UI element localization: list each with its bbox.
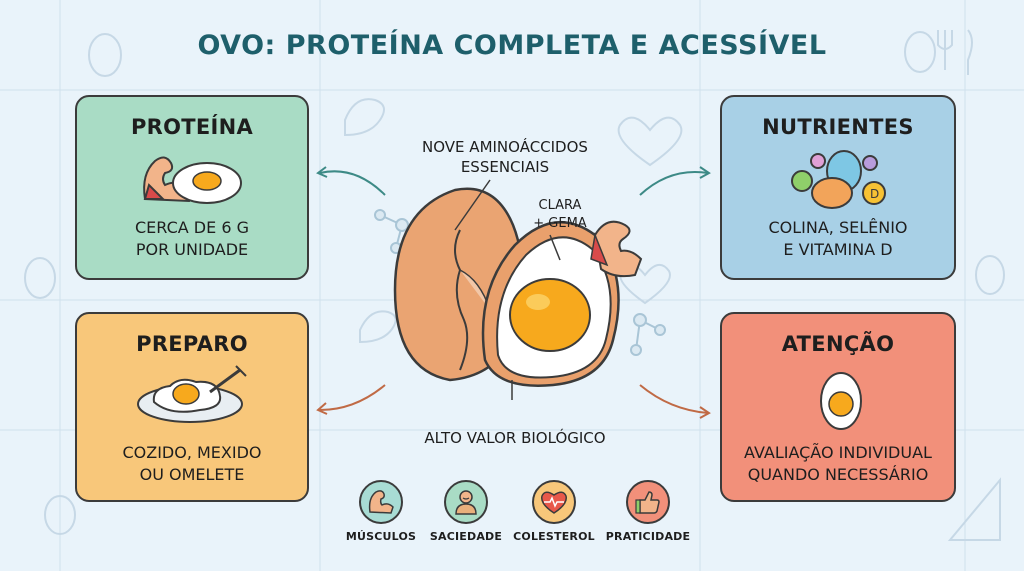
arrow-to-proteina <box>319 170 386 196</box>
page-title: OVO: PROTEÍNA COMPLETA E ACESSÍVEL <box>197 30 827 61</box>
doodle-egg-icon <box>88 33 122 77</box>
egg-yolk-icon <box>509 278 591 352</box>
arrow-to-nutrientes <box>639 171 709 196</box>
doodle-egg-icon <box>904 31 936 73</box>
fried-egg-plate-icon <box>137 365 247 423</box>
doodle-ruler-icon <box>947 477 1001 541</box>
label-alto-valor: ALTO VALOR BIOLÓGICO <box>424 429 606 447</box>
thumbs-up-icon <box>635 491 660 514</box>
svg-text:D: D <box>870 187 879 201</box>
card-proteina: PROTEÍNA CERCA DE 6 G POR UNIDADE <box>75 95 309 280</box>
doodle-egg-icon <box>975 255 1005 295</box>
central-egg-illustration <box>393 179 643 400</box>
nutrient-spheres-icon: D <box>791 150 886 209</box>
card-text: CERCA DE 6 G POR UNIDADE <box>135 218 249 259</box>
molecule-icon <box>374 209 409 254</box>
card-atencao: ATENÇÃO AVALIAÇÃO INDIVIDUAL QUANDO NECE… <box>720 312 956 502</box>
doodle-fork-icon <box>937 29 973 75</box>
arrow-to-preparo <box>319 384 386 411</box>
badge-label: COLESTEROL <box>513 530 595 543</box>
card-text: AVALIAÇÃO INDIVIDUAL QUANDO NECESSÁRIO <box>744 443 932 484</box>
card-title: ATENÇÃO <box>781 332 895 356</box>
card-nutrientes: NUTRIENTES D COLINA, SELÊNIO E VITAMINA … <box>720 95 956 280</box>
badge-colesterol: COLESTEROL <box>509 480 599 543</box>
badge-praticidade: PRATICIDADE <box>603 480 693 543</box>
card-title: NUTRIENTES <box>762 115 914 139</box>
badge-label: MÚSCULOS <box>345 530 417 543</box>
card-preparo: PREPARO COZIDO, MEXIDO OU OMELETE <box>75 312 309 502</box>
molecule-icon <box>630 313 666 356</box>
doodle-egg-icon <box>24 257 56 299</box>
card-text: COLINA, SELÊNIO E VITAMINA D <box>768 218 908 259</box>
doodle-heart-icon <box>617 116 683 167</box>
label-aminoacidos: NOVE AMINOÁCCIDOS ESSENCIAIS <box>422 138 588 176</box>
halved-egg-icon <box>820 372 862 430</box>
label-clara-gema: CLARA + GEMA <box>533 198 587 231</box>
badge-musculos: MÚSCULOS <box>336 480 426 543</box>
arrow-to-atencao <box>639 384 709 414</box>
badge-label: PRATICIDADE <box>605 530 691 543</box>
badge-label: SACIEDADE <box>429 530 503 543</box>
muscle-arm-icon <box>368 490 394 514</box>
satisfied-person-icon <box>455 490 477 515</box>
doodle-arm-icon <box>359 310 397 344</box>
heart-pulse-icon <box>541 491 567 514</box>
card-title: PROTEÍNA <box>130 115 254 139</box>
card-title: PREPARO <box>136 332 248 356</box>
badge-saciedade: SACIEDADE <box>421 480 511 543</box>
card-text: COZIDO, MEXIDO OU OMELETE <box>122 443 262 484</box>
doodle-egg-icon <box>44 495 76 535</box>
flexed-arm-egg-icon <box>143 156 242 204</box>
doodle-arm-icon <box>344 98 385 137</box>
